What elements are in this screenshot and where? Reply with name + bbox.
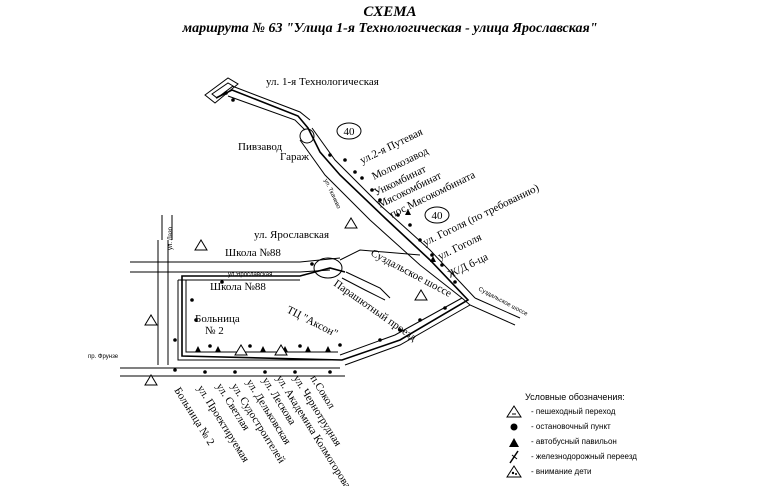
svg-text:40: 40 xyxy=(344,126,356,138)
street-label-parashut: Парашютный проезд xyxy=(331,278,419,344)
place-label-hospital-line1: Больница xyxy=(195,313,240,325)
page-subtitle: маршрута № 63 "Улица 1-я Технологическая… xyxy=(182,21,598,36)
legend-item: - внимание дети xyxy=(505,465,705,479)
svg-text:40: 40 xyxy=(432,210,444,222)
street-label-yaroslavskaya-small: ул.Ярославская xyxy=(228,272,272,278)
route-line xyxy=(181,89,470,361)
legend-item: - остановочный пункт xyxy=(505,420,705,434)
pedestrian-crossing-icon xyxy=(506,405,522,418)
street-label-yaroslavskaya: ул. Ярославская xyxy=(254,229,329,241)
route-badge: 40 xyxy=(424,206,450,224)
street-label-tkachevo: ул. Ткачево xyxy=(322,178,341,210)
legend-item: - пешеходный переход xyxy=(505,405,705,419)
place-label-hospital-line2: № 2 xyxy=(205,325,224,337)
place-label-school-top: Школа №88 xyxy=(225,247,281,259)
road-network xyxy=(120,77,521,377)
legend-title: Условные обозначения: xyxy=(525,392,625,402)
street-label-frunze: пр. Фрунзе xyxy=(88,354,119,360)
place-label-school-inner: Школа №88 xyxy=(210,281,266,293)
place-label-pivzavod: Пивзавод xyxy=(238,141,283,153)
page-title: СХЕМА xyxy=(363,4,417,20)
pedestrian-crossing-markers xyxy=(144,217,428,386)
railway-crossing-icon xyxy=(509,450,519,464)
route-badge: 40 xyxy=(336,122,362,140)
legend-item: - автобусный павильон xyxy=(505,435,705,449)
place-label-garazh: Гараж xyxy=(280,151,309,163)
stop-markers xyxy=(173,91,457,374)
legend: - пешеходный переход - остановочный пунк… xyxy=(505,405,705,480)
legend-item: - железнодорожный переезд xyxy=(505,450,705,464)
children-warning-icon xyxy=(506,465,522,478)
place-label-aks: ТЦ "Аксон" xyxy=(285,304,340,340)
stop-labels-bottom: Больница № 2 ул. Проектируемая ул. Светл… xyxy=(171,373,353,486)
street-label-lazo: ул. Лазо xyxy=(168,226,174,250)
bus-stop-dot-icon xyxy=(510,423,518,431)
street-label-tech: ул. 1-я Технологическая xyxy=(266,76,379,88)
bus-pavilion-icon xyxy=(509,438,519,447)
